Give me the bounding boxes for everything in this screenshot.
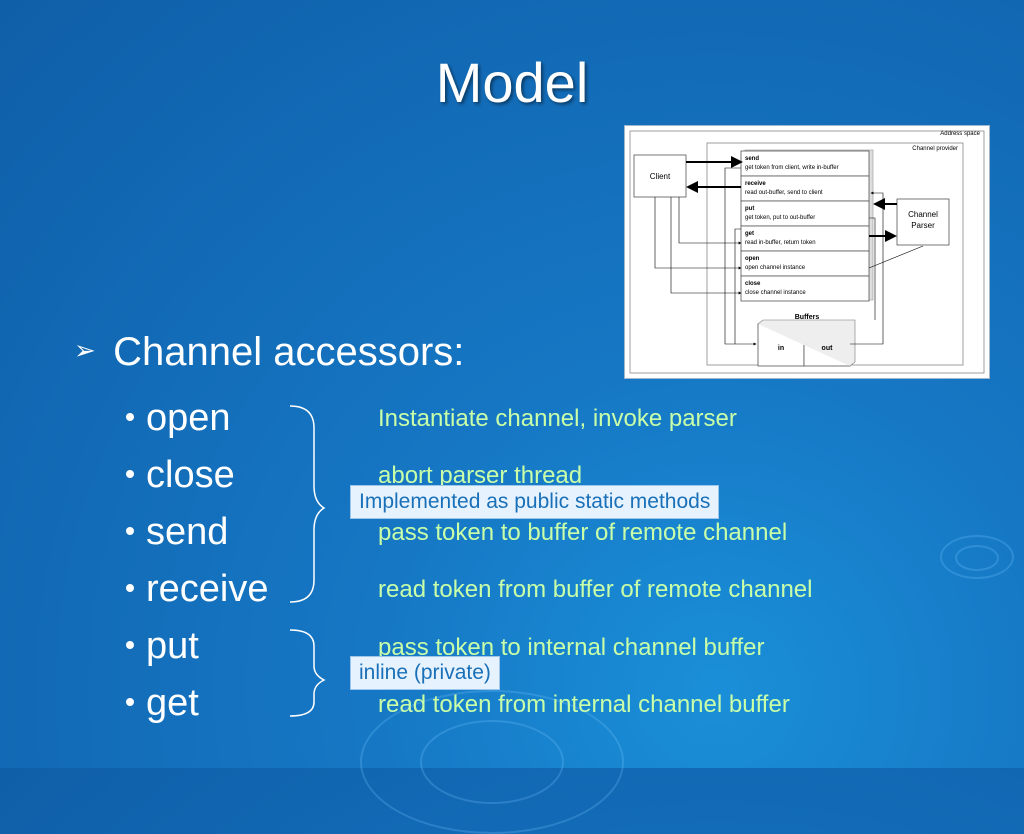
parser-label-line2: Parser — [911, 221, 935, 230]
channel-parser-box — [896, 198, 950, 246]
line-client-get — [678, 197, 742, 245]
client-label: Client — [650, 172, 671, 181]
description-open: Instantiate channel, invoke parser — [378, 405, 737, 432]
bullet-icon — [126, 640, 134, 649]
bullet-icon — [126, 583, 134, 592]
method-name-3: get — [745, 231, 754, 237]
accessor-get: get — [126, 680, 199, 726]
client-box — [633, 154, 687, 198]
ripple-decoration — [940, 535, 1014, 579]
method-name-0: send — [745, 156, 759, 162]
method-box-3 — [740, 225, 870, 252]
accessor-send: send — [126, 509, 228, 555]
public-methods-callout: Implemented as public static methods — [350, 485, 720, 519]
line-send-in — [724, 167, 757, 346]
method-box-0 — [740, 150, 870, 177]
brace-icons — [289, 405, 326, 717]
description-close: abort parser thread — [378, 462, 583, 489]
buffer-in-label: in — [778, 345, 784, 352]
public-brace-icon — [289, 405, 326, 603]
method-detail-4: open channel instance — [745, 265, 806, 271]
address-space-box — [629, 130, 985, 374]
address-space-label: Address space — [940, 131, 980, 137]
ripple-decoration — [420, 720, 564, 804]
method-box-4 — [740, 250, 870, 277]
method-box-1 — [740, 175, 870, 202]
line-client-open — [654, 197, 742, 270]
line-out-receive — [850, 191, 884, 345]
private-callout: inline (private) — [350, 656, 500, 690]
accessors-heading: ➢ Channel accessors: — [74, 330, 464, 375]
description-receive: read token from buffer of remote channel — [378, 576, 813, 603]
accessor-receive: receive — [126, 566, 269, 612]
buffers-label: Buffers — [795, 314, 820, 321]
parser-label-line1: Channel — [908, 210, 938, 219]
bullet-icon — [126, 697, 134, 706]
bullet-icon — [126, 412, 134, 421]
method-name-2: put — [745, 206, 754, 212]
method-name-4: open — [745, 256, 760, 262]
buffer-out-label: out — [822, 345, 834, 352]
accessor-put: put — [126, 623, 199, 669]
accessor-open: open — [126, 395, 231, 441]
method-detail-5: close channel instance — [745, 290, 806, 296]
bullet-icon — [126, 469, 134, 478]
method-stack: send get token from client, write in-buff… — [740, 150, 870, 302]
architecture-diagram: Address space Channel provider Client Ch… — [624, 125, 990, 379]
description-get: read token from internal channel buffer — [378, 691, 790, 718]
arrow-bullet-icon: ➢ — [74, 334, 96, 365]
method-box-5 — [740, 275, 870, 302]
slide-title: Model — [435, 51, 589, 114]
method-name-5: close — [745, 281, 761, 287]
description-send: pass token to buffer of remote channel — [378, 519, 788, 546]
line-put-out — [869, 217, 876, 320]
line-in-get — [734, 228, 741, 344]
method-detail-1: read out-buffer, send to client — [745, 190, 823, 196]
method-detail-2: get token, put to out-buffer — [745, 215, 815, 221]
accessors-heading-text: Channel accessors: — [113, 330, 465, 374]
line-open-parser — [868, 245, 924, 269]
method-name-1: receive — [745, 181, 766, 187]
private-brace-icon — [289, 629, 326, 717]
method-detail-0: get token from client, write in-buffer — [745, 165, 839, 171]
channel-provider-label: Channel provider — [912, 146, 958, 152]
method-box-2 — [740, 200, 870, 227]
ripple-decoration — [955, 545, 999, 571]
bullet-icon — [126, 526, 134, 535]
accessor-close: close — [126, 452, 235, 498]
line-client-close — [670, 197, 742, 295]
method-detail-3: read in-buffer, return token — [745, 240, 816, 246]
